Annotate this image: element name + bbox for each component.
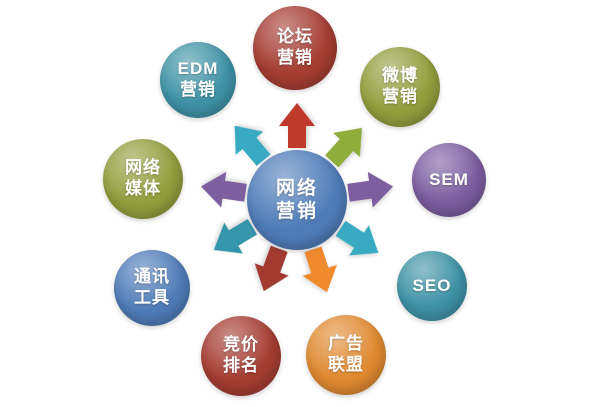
node-weibo-marketing: 微博 营销 (360, 47, 440, 127)
node-label: 营销 (277, 48, 313, 67)
node-network-marketing: 网络 营销 (247, 150, 347, 250)
node-edm-marketing: EDM 营销 (160, 42, 236, 118)
node-label: 通讯 (134, 267, 170, 287)
node-sem: SEM (412, 143, 486, 217)
node-label: EDM (177, 59, 219, 79)
node-label: 网络 (275, 177, 318, 199)
node-label: 联盟 (328, 355, 364, 374)
node-seo: SEO (397, 251, 467, 321)
arrow-down-icon (302, 246, 337, 293)
node-label: 工具 (134, 288, 170, 307)
node-label: 媒体 (125, 179, 161, 198)
arrow-down-icon (254, 245, 289, 292)
arrow-up-icon (279, 103, 315, 148)
node-label: 竞价 (223, 335, 259, 355)
node-forum-marketing: 论坛 营销 (253, 6, 337, 90)
node-label: 营销 (382, 87, 418, 106)
node-label: 广告 (328, 334, 364, 354)
arrow-right-icon (347, 171, 394, 208)
node-web-media: 网络 媒体 (103, 139, 183, 219)
node-label: 微博 (382, 66, 418, 86)
node-im-tools: 通讯 工具 (114, 250, 190, 326)
node-label: SEO (412, 275, 452, 295)
node-label: 营销 (275, 201, 318, 222)
node-label: 排名 (223, 356, 259, 375)
node-label: 网络 (125, 158, 161, 178)
node-label: 营销 (180, 80, 216, 99)
arrow-left-icon (200, 171, 247, 208)
node-ad-alliance: 广告 联盟 (306, 315, 386, 395)
node-label: 论坛 (277, 27, 313, 47)
node-label: SEM (429, 169, 469, 189)
node-ppc-ranking: 竞价 排名 (201, 316, 281, 396)
